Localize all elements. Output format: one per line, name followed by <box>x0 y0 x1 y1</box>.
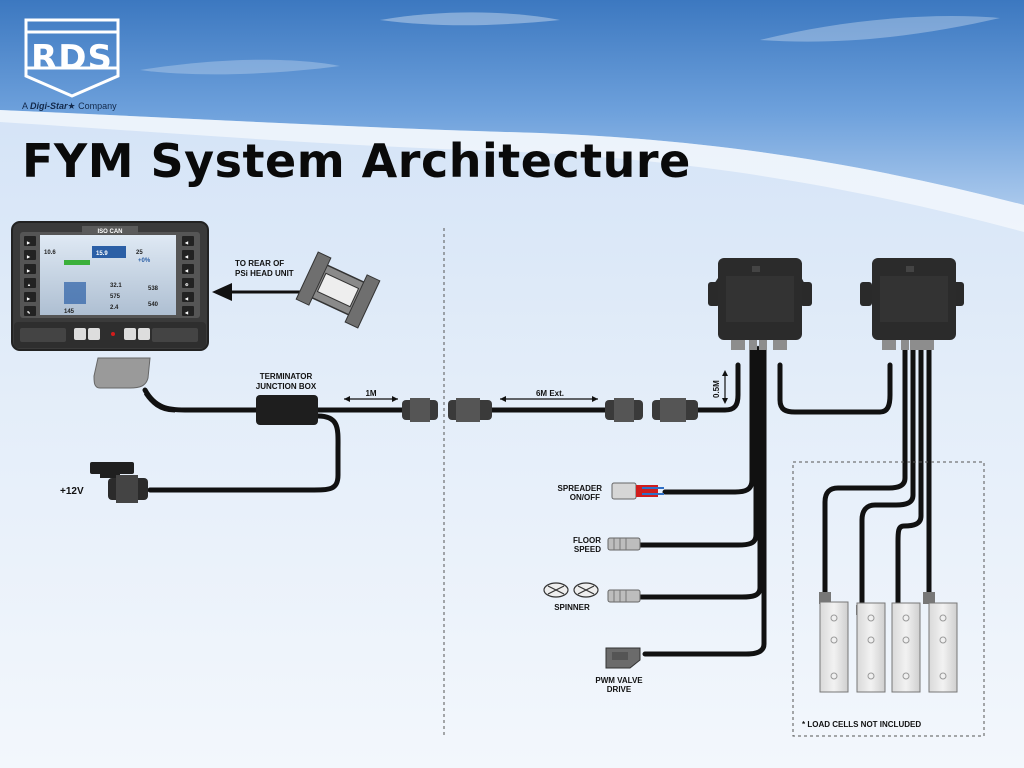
to-rear-label-2: PSi HEAD UNIT <box>235 269 294 278</box>
load-cell-3 <box>891 602 921 693</box>
rear-arrow-head <box>212 283 232 301</box>
tagline-prefix: A <box>22 101 28 111</box>
pwm-label-1: PWM VALVE <box>595 676 643 685</box>
load-cell-2 <box>856 602 886 693</box>
svg-text:◀: ◀ <box>184 310 189 315</box>
cable-load-cell-3 <box>895 345 924 608</box>
readout-10: 540 <box>148 302 159 308</box>
terminator-label-2: JUNCTION BOX <box>256 382 317 391</box>
svg-text:◀: ◀ <box>184 268 189 273</box>
load-cells-box <box>792 461 985 737</box>
floor-speed-sensor <box>607 537 641 551</box>
pwm-valve-connector <box>605 647 641 669</box>
power-label: +12V <box>60 486 84 497</box>
dim-6m-label: 6M Ext. <box>536 389 564 398</box>
svg-text:⚙: ⚙ <box>185 282 189 287</box>
cable-junction-return <box>143 391 176 413</box>
floor-label-1: FLOOR <box>573 536 601 545</box>
power-connector <box>90 462 148 503</box>
cable-spreader <box>662 345 755 495</box>
ecu-box-2 <box>860 258 964 350</box>
cable-pwm <box>642 345 767 657</box>
cable-to-ecu-1 <box>695 362 741 413</box>
readout-8: 145 <box>64 309 75 315</box>
svg-text:▶: ▶ <box>26 296 31 301</box>
spinner-label: SPINNER <box>554 603 590 612</box>
spreader-label-1: SPREADER <box>558 484 603 493</box>
logo-text: RDS <box>31 38 113 78</box>
load-cell-4 <box>923 592 958 693</box>
cable-ecu-link <box>777 362 893 415</box>
cable-floor-speed <box>637 345 759 548</box>
to-rear-label-1: TO REAR OF <box>235 259 284 268</box>
cable-load-cell-1 <box>822 345 908 595</box>
load-cell-1 <box>819 592 849 693</box>
rear-connector <box>295 251 381 329</box>
load-cells <box>819 592 958 693</box>
cable-load-cell-2 <box>859 345 916 608</box>
cables <box>142 345 932 657</box>
page-title: FYM System Architecture <box>22 134 691 188</box>
psi-head-unit: ISO CAN ▶ ▶ ▶ ▲ ▶ ✎ ◀ ◀ ◀ ⚙ ◀ ◀ 10.6 15.9 25 <box>11 221 209 351</box>
spinner-sensor <box>607 589 641 603</box>
logo-tagline: A Digi-Star★ Company <box>22 101 117 111</box>
readout-3: 25 <box>136 250 143 256</box>
spreader-label-2: ON/OFF <box>570 493 600 502</box>
cable-spinner <box>637 345 763 600</box>
terminator-junction-box <box>256 395 318 425</box>
pwm-label-2: DRIVE <box>607 685 632 694</box>
svg-text:▶: ▶ <box>26 254 31 259</box>
tagline-brand: Digi-Star <box>30 101 68 111</box>
tagline-suffix: Company <box>78 101 117 111</box>
svg-text:▲: ▲ <box>27 282 31 287</box>
svg-text:✎: ✎ <box>27 310 31 315</box>
connector-pair-2 <box>605 398 698 422</box>
svg-text:◀: ◀ <box>184 254 189 259</box>
floor-label-2: SPEED <box>574 545 601 554</box>
readout-2: 15.9 <box>96 251 108 257</box>
readout-9: 538 <box>148 286 159 292</box>
readout-6: 575 <box>110 294 121 300</box>
svg-text:▶: ▶ <box>26 268 31 273</box>
svg-text:◀: ◀ <box>184 296 189 301</box>
head-unit-connector <box>93 357 151 389</box>
dim-05m-label: 0.5M <box>712 380 721 398</box>
head-unit-banner: ISO CAN <box>97 229 122 235</box>
spinner-icon <box>543 582 599 598</box>
spreader-switch <box>611 482 664 500</box>
terminator-label-1: TERMINATOR <box>260 372 313 381</box>
readout-4: +0% <box>138 258 151 264</box>
connector-pair-1 <box>402 398 492 422</box>
ecu-box-1 <box>708 258 812 350</box>
svg-text:▶: ▶ <box>26 240 31 245</box>
svg-text:◀: ◀ <box>184 240 189 245</box>
cable-power <box>147 413 341 493</box>
readout-5: 32.1 <box>110 283 122 289</box>
dim-1m-label: 1M <box>365 389 376 398</box>
readout-7: 2.4 <box>110 305 119 311</box>
load-cells-note: * LOAD CELLS NOT INCLUDED <box>802 720 921 729</box>
readout-1: 10.6 <box>44 250 56 256</box>
rds-logo: RDS <box>22 18 122 114</box>
